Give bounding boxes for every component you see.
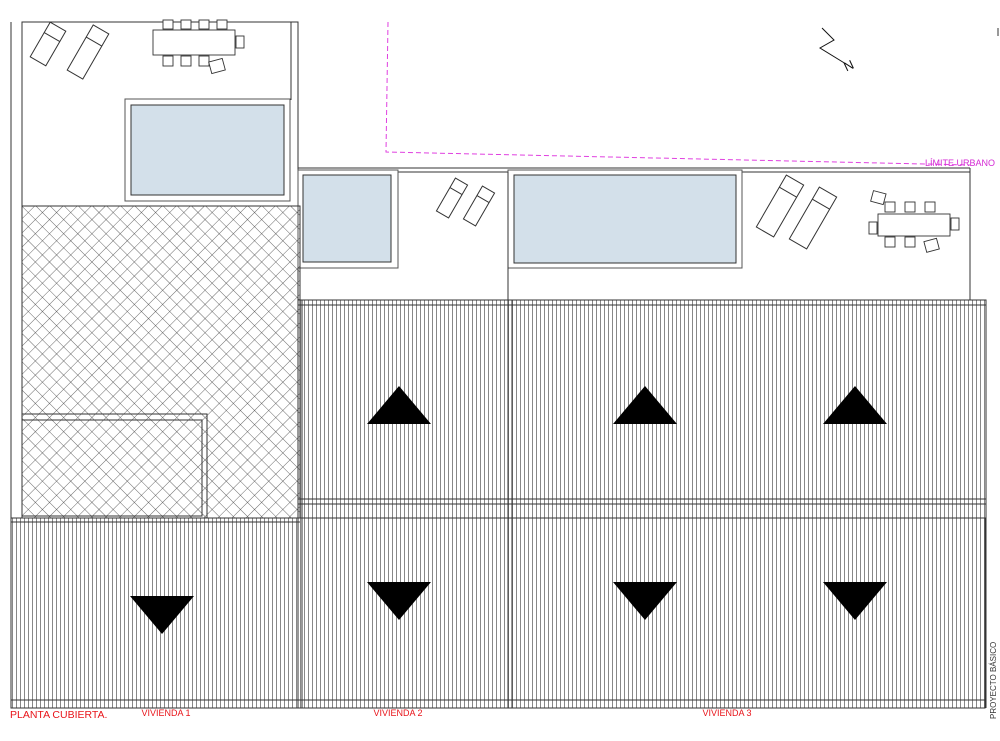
drawing-title: PLANTA CUBIERTA. xyxy=(10,709,108,721)
unit-label-vivienda-1: VIVIENDA 1 xyxy=(141,708,191,718)
urban-limit-line xyxy=(385,21,971,166)
sun-loungers xyxy=(29,21,838,250)
slope-arrow-up xyxy=(613,386,677,424)
slope-arrow-down xyxy=(130,596,194,634)
slope-arrow-down xyxy=(613,582,677,620)
slope-arrow-up xyxy=(367,386,431,424)
terrace-vivienda-3 xyxy=(507,169,971,301)
urban-limit-label: LÍMITE URBANO xyxy=(925,158,996,168)
north-arrow-icon xyxy=(819,27,847,65)
unit-label-vivienda-3: VIVIENDA 3 xyxy=(702,708,752,718)
terrace-vivienda-1 xyxy=(21,21,299,207)
terrace-vivienda-2 xyxy=(297,169,509,301)
crosshatch-terrace xyxy=(21,205,301,519)
unit-label-vivienda-2: VIVIENDA 2 xyxy=(373,708,423,718)
slope-arrow-down xyxy=(367,582,431,620)
roof-slope-arrows xyxy=(130,386,887,634)
slope-arrow-up xyxy=(823,386,887,424)
slope-arrow-down xyxy=(823,582,887,620)
project-stage-label: PROYECTO BÁSICO xyxy=(989,641,998,719)
outdoor-dining-sets xyxy=(152,19,960,253)
